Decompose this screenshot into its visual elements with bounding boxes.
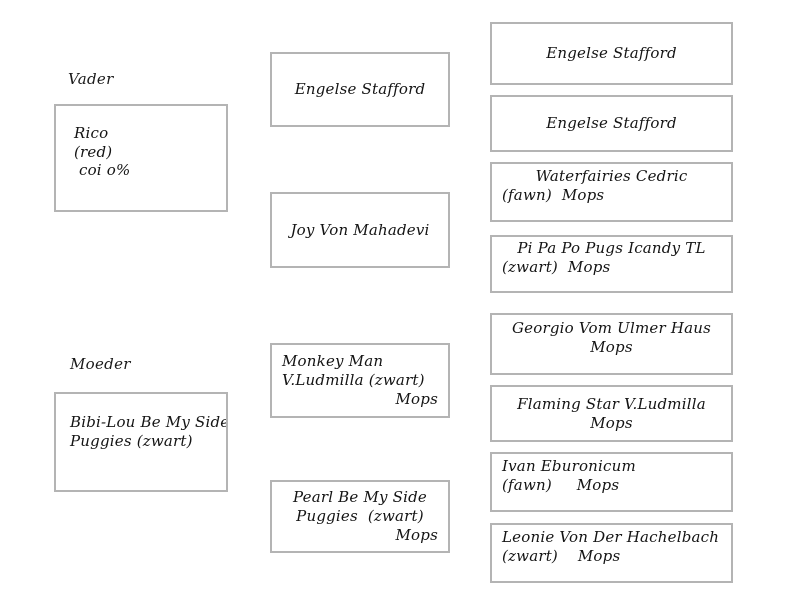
pedigree-box-sire-dam-sire[interactable]: Waterfairies Cedric (fawn) Mops xyxy=(490,162,733,222)
pedigree-box-line: Georgio Vom Ulmer Haus xyxy=(512,319,711,338)
pedigree-box-line: Pearl Be My Side xyxy=(293,488,427,507)
pedigree-box-line: Engelse Stafford xyxy=(546,44,677,63)
pedigree-box-dam-dam-dam[interactable]: Leonie Von Der Hachelbach (zwart) Mops xyxy=(490,523,733,583)
pedigree-box-line: Bibi-Lou Be My Side xyxy=(70,413,228,432)
pedigree-box-line: Rico xyxy=(74,123,109,142)
sire-column-label: Vader xyxy=(68,70,114,88)
pedigree-box-line: Mops xyxy=(395,525,438,544)
pedigree-box-line: Engelse Stafford xyxy=(294,80,426,99)
pedigree-box-line: (fawn) Mops xyxy=(502,476,620,494)
pedigree-box-line: (red) xyxy=(74,142,113,161)
pedigree-box-sire-sire[interactable]: Engelse Stafford xyxy=(270,52,450,127)
pedigree-box-sire-dam-dam[interactable]: Pi Pa Po Pugs Icandy TL (zwart) Mops xyxy=(490,235,733,293)
dam-column-label: Moeder xyxy=(70,355,131,373)
pedigree-box-dam-sire-dam[interactable]: Flaming Star V.Ludmilla Mops xyxy=(490,385,733,442)
pedigree-box-line: (zwart) Mops xyxy=(502,547,621,565)
pedigree-box-sire-sire-dam[interactable]: Engelse Stafford xyxy=(490,95,733,152)
pedigree-box-line: Engelse Stafford xyxy=(546,114,677,133)
pedigree-box-line: Leonie Von Der Hachelbach xyxy=(502,528,720,547)
pedigree-box-line: Puggies (zwart) xyxy=(70,432,193,450)
pedigree-box-line: Ivan Eburonicum xyxy=(502,457,636,476)
pedigree-box-dam[interactable]: Bibi-Lou Be My Side Puggies (zwart) xyxy=(54,392,228,492)
pedigree-box-sire[interactable]: Rico (red) coi o% xyxy=(54,104,228,212)
pedigree-box-line: (zwart) Mops xyxy=(502,258,611,276)
pedigree-box-line: V.Ludmilla (zwart) xyxy=(282,371,425,390)
pedigree-box-dam-dam[interactable]: Pearl Be My Side Puggies (zwart) Mops xyxy=(270,480,450,553)
pedigree-box-line: Mops xyxy=(395,389,438,408)
pedigree-box-line: Waterfairies Cedric xyxy=(535,167,688,186)
pedigree-box-line: Mops xyxy=(590,413,633,432)
pedigree-box-line: Monkey Man xyxy=(282,352,384,371)
pedigree-box-dam-sire-sire[interactable]: Georgio Vom Ulmer Haus Mops xyxy=(490,313,733,375)
pedigree-box-line: Mops xyxy=(590,338,633,356)
pedigree-box-line: Flaming Star V.Ludmilla xyxy=(517,394,706,413)
pedigree-box-line: (fawn) Mops xyxy=(502,186,605,204)
pedigree-box-line: Joy Von Mahadevi xyxy=(290,220,430,239)
pedigree-box-line: Puggies (zwart) xyxy=(296,507,424,526)
pedigree-box-line: coi o% xyxy=(74,161,131,180)
pedigree-box-sire-sire-sire[interactable]: Engelse Stafford xyxy=(490,22,733,85)
pedigree-box-dam-sire[interactable]: Monkey Man V.Ludmilla (zwart) Mops xyxy=(270,343,450,418)
pedigree-box-sire-dam[interactable]: Joy Von Mahadevi xyxy=(270,192,450,268)
pedigree-box-dam-dam-sire[interactable]: Ivan Eburonicum (fawn) Mops xyxy=(490,452,733,512)
pedigree-box-line: Pi Pa Po Pugs Icandy TL xyxy=(517,239,706,258)
